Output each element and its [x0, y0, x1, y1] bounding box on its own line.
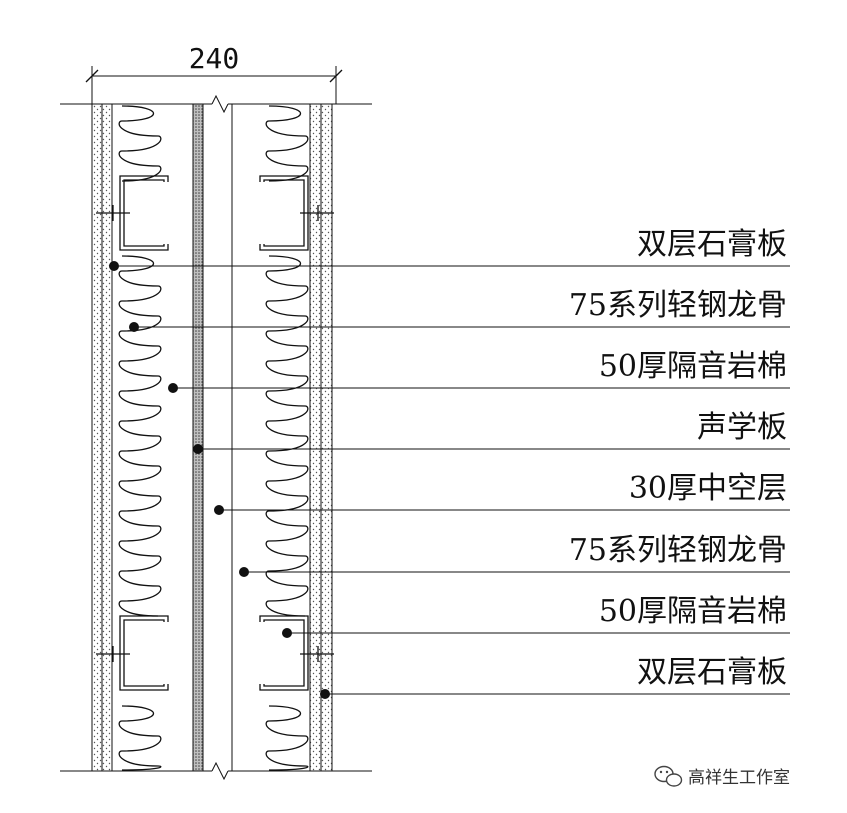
left-rock-wool: [118, 105, 162, 771]
dimension-240: 240: [85, 42, 343, 104]
leader-6: [239, 567, 790, 577]
watermark-text: 高祥生工作室: [688, 768, 790, 788]
right-steel-stud-top: [259, 175, 334, 251]
watermark: 高祥生工作室: [654, 765, 790, 788]
leader-2: [129, 322, 790, 332]
leader-8: [320, 689, 790, 699]
left-gypsum-board: [91, 103, 113, 772]
dimension-label: 240: [189, 42, 240, 75]
section-boundaries: [60, 94, 372, 781]
wechat-icon: [654, 765, 683, 787]
right-rock-wool: [265, 105, 309, 771]
left-steel-stud-bottom: [96, 615, 169, 691]
label-steel-stud-1: 75系列轻钢龙骨: [569, 288, 787, 323]
label-acoustic-board: 声学板: [697, 410, 787, 445]
label-gypsum-board-2: 双层石膏板: [637, 655, 787, 690]
left-steel-stud-top: [96, 175, 169, 251]
right-steel-stud-bottom: [259, 615, 334, 691]
label-air-gap: 30厚中空层: [629, 471, 787, 506]
acoustic-board: [192, 103, 204, 772]
right-gypsum-board: [309, 103, 333, 772]
label-rock-wool-2: 50厚隔音岩棉: [599, 594, 787, 629]
leader-7: [282, 628, 790, 638]
label-steel-stud-2: 75系列轻钢龙骨: [569, 533, 787, 568]
leader-3: [168, 383, 790, 393]
label-rock-wool-1: 50厚隔音岩棉: [599, 349, 787, 384]
label-gypsum-board-1: 双层石膏板: [637, 227, 787, 262]
leader-1: [109, 261, 790, 271]
leader-5: [214, 505, 790, 515]
leader-4: [193, 444, 790, 454]
